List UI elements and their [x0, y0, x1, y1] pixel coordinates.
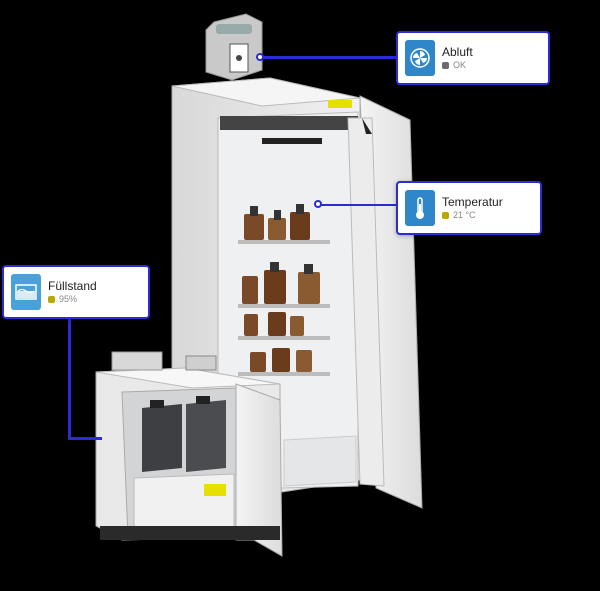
- lower-cabinet: [95, 351, 283, 557]
- connector-abluft: [262, 56, 398, 59]
- temperatur-card[interactable]: Temperatur 21 °C: [396, 181, 542, 235]
- temperatur-status-dot: [442, 211, 449, 219]
- abluft-status-dot: [442, 61, 449, 69]
- fuellstand-card[interactable]: Füllstand 95%: [2, 265, 150, 319]
- abluft-card[interactable]: Abluft OK: [396, 31, 550, 85]
- connector-node-temperatur: [314, 200, 322, 208]
- fan-icon: [405, 40, 435, 76]
- temperatur-value: 21 °C: [453, 210, 476, 220]
- connector-node-abluft: [256, 53, 264, 61]
- fuellstand-status-dot: [48, 295, 55, 303]
- connector-fuellstand-h: [68, 437, 102, 440]
- connector-temperatur: [320, 204, 396, 206]
- exhaust-unit: [205, 13, 263, 81]
- fuellstand-title: Füllstand: [48, 279, 97, 293]
- connector-fuellstand-v: [68, 316, 71, 440]
- temperatur-title: Temperatur: [442, 195, 503, 209]
- abluft-value: OK: [453, 60, 467, 70]
- tank-icon: [11, 274, 41, 310]
- thermometer-icon: [405, 190, 435, 226]
- fuellstand-value: 95%: [59, 294, 78, 304]
- abluft-title: Abluft: [442, 45, 473, 59]
